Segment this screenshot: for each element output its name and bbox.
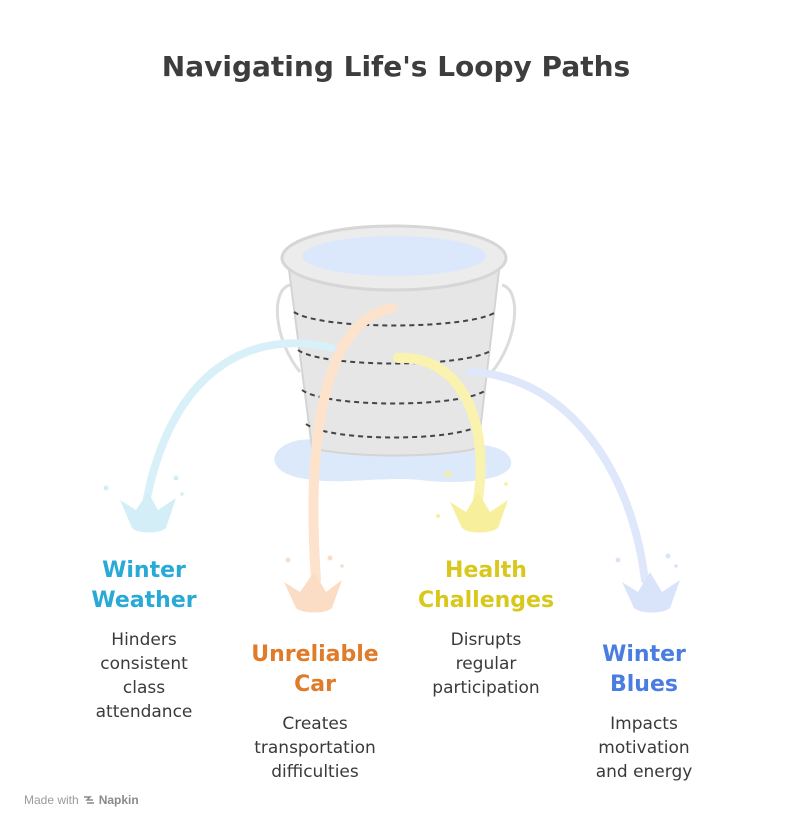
item-description: Impacts motivation and energy xyxy=(554,712,734,784)
item-title-line: Blues xyxy=(610,672,678,697)
item-desc-line: regular xyxy=(455,654,517,674)
splash-health-challenges xyxy=(436,471,508,533)
item-description: Creates transportation difficulties xyxy=(225,712,405,784)
item-desc-line: Hinders xyxy=(111,630,177,650)
item-desc-line: Creates xyxy=(282,714,348,734)
item-desc-line: difficulties xyxy=(271,762,359,782)
item-desc-line: motivation xyxy=(598,738,690,758)
item-unreliable-car: Unreliable Car Creates transportation di… xyxy=(225,640,405,784)
stream-health-challenges xyxy=(393,352,486,505)
item-title: Unreliable Car xyxy=(225,640,405,700)
bucket-water xyxy=(302,236,486,276)
stream-unreliable-car xyxy=(308,303,397,585)
item-desc-line: Impacts xyxy=(610,714,678,734)
item-description: Hinders consistent class attendance xyxy=(54,628,234,724)
item-desc-line: attendance xyxy=(95,702,193,722)
item-title-line: Health xyxy=(445,558,527,583)
item-title-line: Winter xyxy=(102,558,186,583)
item-title-line: Car xyxy=(294,672,336,697)
stream-winter-weather xyxy=(143,339,336,502)
footer-brand: Napkin xyxy=(98,793,139,807)
item-desc-line: Disrupts xyxy=(450,630,522,650)
footer-made-with: Made with xyxy=(24,793,79,807)
item-title: Winter Blues xyxy=(554,640,734,700)
splash-winter-weather xyxy=(103,475,184,533)
item-description: Disrupts regular participation xyxy=(396,628,576,700)
stream-winter-blues xyxy=(466,368,649,584)
item-title-line: Challenges xyxy=(417,588,555,613)
item-desc-line: consistent xyxy=(100,654,188,674)
napkin-logo-icon xyxy=(83,796,94,804)
footer: Made with Napkin xyxy=(24,793,139,807)
item-title: Health Challenges xyxy=(396,556,576,616)
item-desc-line: transportation xyxy=(254,738,376,758)
item-winter-blues: Winter Blues Impacts motivation and ener… xyxy=(554,640,734,784)
item-title-line: Unreliable xyxy=(251,642,379,667)
item-health-challenges: Health Challenges Disrupts regular parti… xyxy=(396,556,576,700)
splash-winter-blues xyxy=(615,553,680,613)
diagram-title: Navigating Life's Loopy Paths xyxy=(161,50,631,83)
item-desc-line: and energy xyxy=(595,762,693,782)
item-title-line: Weather xyxy=(91,588,197,613)
item-title: Winter Weather xyxy=(54,556,234,616)
bucket-dashed-bands xyxy=(293,311,497,439)
item-winter-weather: Winter Weather Hinders consistent class … xyxy=(54,556,234,724)
item-title-line: Winter xyxy=(602,642,686,667)
item-desc-line: class xyxy=(122,678,166,698)
splash-unreliable-car xyxy=(284,555,344,613)
item-desc-line: participation xyxy=(432,678,540,698)
bucket-handle xyxy=(275,283,517,373)
